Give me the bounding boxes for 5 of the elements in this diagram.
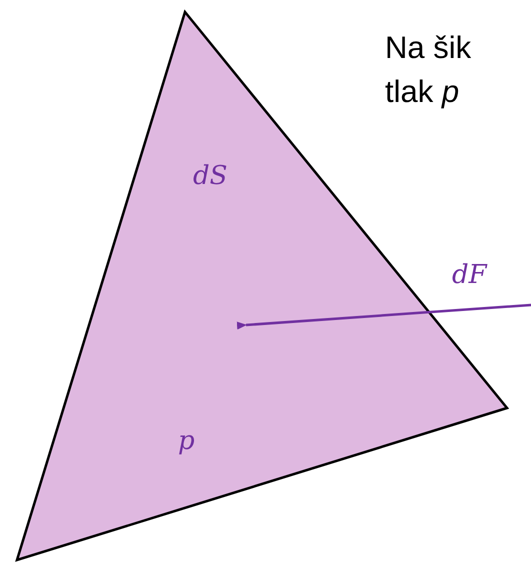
math-symbol: dF (452, 262, 487, 288)
math-symbol: dS (193, 163, 228, 189)
note-text: Na šik tlak p (385, 29, 472, 111)
math-symbol: p (178, 428, 195, 454)
triangle-surface (15, 8, 511, 564)
